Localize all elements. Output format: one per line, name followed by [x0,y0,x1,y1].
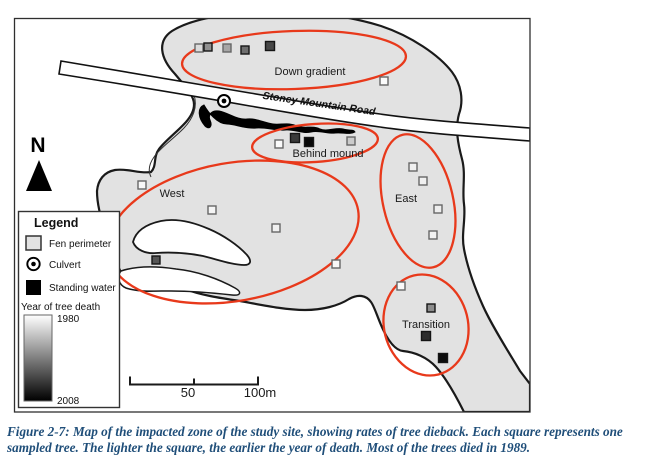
tree-square-west [151,255,161,265]
road [58,60,530,142]
zone-label-behind-mound: Behind mound [293,148,364,160]
zone-ellipse-down-gradient [180,29,408,91]
tree-square-west [331,259,341,269]
tree-square-down-gradient [240,45,250,55]
gradient-bottom-year: 2008 [57,396,80,407]
scale-mid-label: 50 [181,385,195,400]
caption-line-1: Figure 2-7: Map of the impacted zone of … [7,424,623,439]
culvert-icon [217,94,231,108]
zone-ellipse-behind-mound [250,122,380,164]
north-arrow-icon [26,160,52,191]
inlet-hole [117,266,241,296]
tree-square-east [433,204,443,214]
map-frame [13,17,531,413]
legend-item-standing-water: Standing water [49,283,116,294]
zone-ellipse-transition [382,273,470,377]
scale-end-label: 100m [244,385,277,400]
year-gradient-bar [23,314,53,402]
caption-line-2: sampled tree. The lighter the square, th… [7,439,531,455]
figure-caption: Figure 2-7: Map of the impacted zone of … [7,424,655,455]
tree-square-west [137,180,147,190]
legend-title: Legend [34,216,78,230]
zone-label-down-gradient: Down gradient [275,66,346,78]
tree-square-east [408,162,418,172]
tree-square-down-gradient [203,42,213,52]
gradient-top-year: 1980 [57,314,80,325]
tree-square-transition [426,303,436,313]
legend-box: Legend Fen perimeter Culvert Standing wa… [17,210,121,409]
scale-bar [129,376,259,386]
tree-square-behind-mound [303,136,315,148]
tree-square-west [207,205,217,215]
island-hole [132,219,251,266]
zone-label-west: West [160,188,185,200]
tree-squares [137,40,449,364]
north-label: N [30,134,45,157]
tree-square-east [418,176,428,186]
tree-square-down-gradient [379,76,389,86]
tree-square-transition [396,281,406,291]
zone-label-transition: Transition [402,319,450,331]
tree-square-behind-mound [346,136,356,146]
tree-square-down-gradient [194,43,204,53]
tree-square-down-gradient [264,40,276,52]
zone-ellipse-east [379,133,457,269]
tree-square-transition [420,330,432,342]
gradient-label: Year of tree death [21,302,100,313]
standing-water-area [198,104,356,134]
stream-line [148,94,196,178]
tree-square-west [271,223,281,233]
tree-square-down-gradient [222,43,232,53]
tree-square-transition [437,352,449,364]
tree-square-behind-mound [274,139,284,149]
standing-water-swatch [26,280,41,295]
tree-square-east [428,230,438,240]
legend-item-fen-perimeter: Fen perimeter [49,239,112,250]
legend-item-culvert: Culvert [49,260,81,271]
fen-perimeter-swatch [25,235,42,251]
zone-label-east: East [395,193,417,205]
tree-square-behind-mound [289,132,301,144]
culvert-legend-icon [26,256,41,272]
